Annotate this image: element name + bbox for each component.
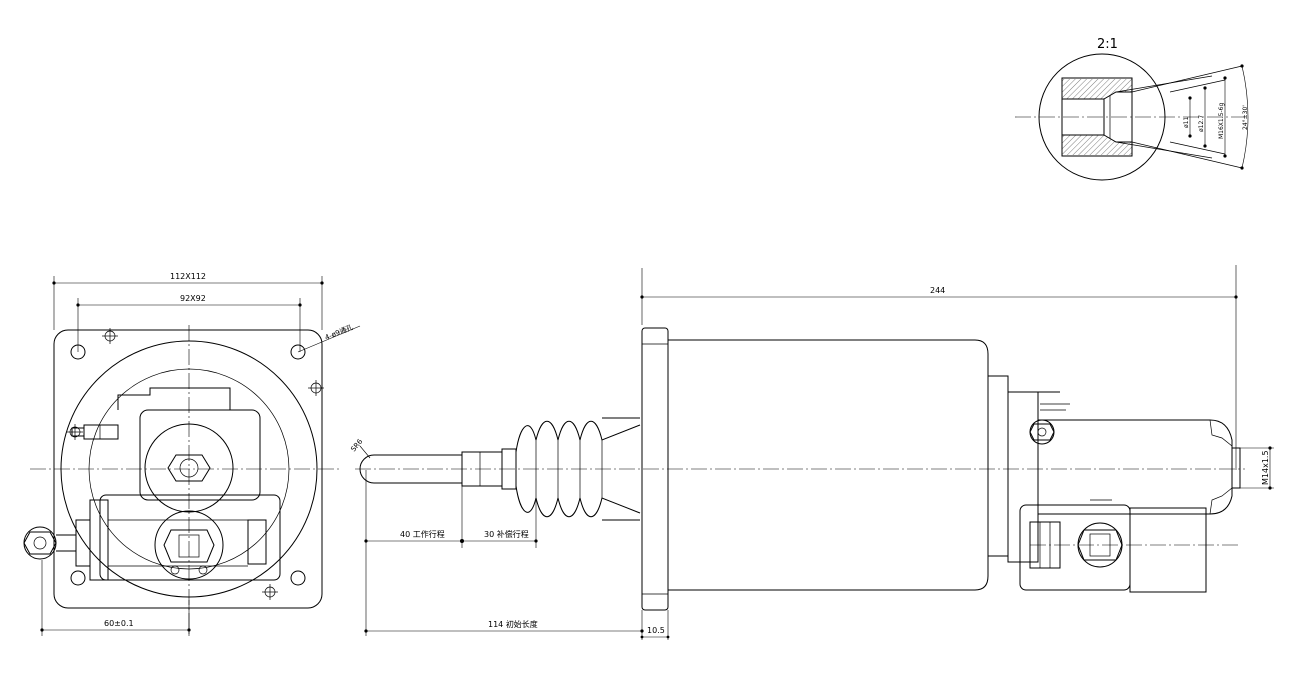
dim-outer-group: 112X112 [52, 272, 324, 330]
front-view: 112X112 92X92 4-ø9通孔 [23, 272, 361, 636]
dim-pitch: ø12.7 [1198, 115, 1205, 132]
dim-holes: 92X92 [180, 294, 206, 303]
mounting-holes [67, 328, 324, 600]
dim-length-group: 244 [640, 265, 1238, 470]
dim-work-stroke: 40 工作行程 [400, 529, 445, 539]
scale-label: 2:1 [1097, 37, 1118, 52]
cylinder-body [667, 339, 989, 591]
dim-flange-group: 10.5 [640, 610, 670, 640]
dim-offset: 60±0.1 [104, 619, 134, 628]
dim-install-len: 114 初始长度 [488, 619, 538, 629]
dim-holes-group: 92X92 [76, 294, 302, 352]
dim-port: M14x1.5 [1261, 450, 1270, 485]
dim-hole-note: 4-ø9通孔 [323, 322, 354, 341]
dim-port-group: M14x1.5 [1240, 446, 1274, 490]
detail-dimensions: ø11 ø12.7 M16X1.5-6g 24°±30' [1183, 64, 1249, 170]
dim-comp-stroke: 30 补偿行程 [484, 529, 529, 539]
detail-fitting [1061, 77, 1133, 157]
valve-body [71, 387, 281, 581]
dim-outer: 112X112 [170, 272, 206, 281]
push-rod [359, 448, 517, 490]
dim-offset-group: 60±0.1 [40, 560, 191, 636]
dim-length: 244 [930, 286, 945, 295]
dim-thread: M16X1.5-6g [1218, 103, 1225, 139]
valve-assembly [987, 375, 1241, 593]
hole-callout: 4-ø9通孔 [297, 322, 361, 353]
dim-flange: 10.5 [647, 626, 665, 635]
stroke-dims: 40 工作行程 30 补偿行程 [364, 470, 538, 636]
bellows [515, 417, 641, 521]
dim-angle: 24°±30' [1242, 105, 1249, 130]
dim-radius-group: SR6 [349, 437, 371, 459]
dim-install-group: 114 初始长度 [364, 610, 644, 640]
side-view: 244 SR6 [349, 265, 1274, 640]
dim-radius: SR6 [349, 437, 364, 453]
detail-view: 2:1 [1015, 37, 1249, 181]
dim-bore: ø11 [1183, 117, 1190, 128]
inlet-nut [23, 526, 76, 560]
detail-cone-lines [1115, 65, 1243, 169]
